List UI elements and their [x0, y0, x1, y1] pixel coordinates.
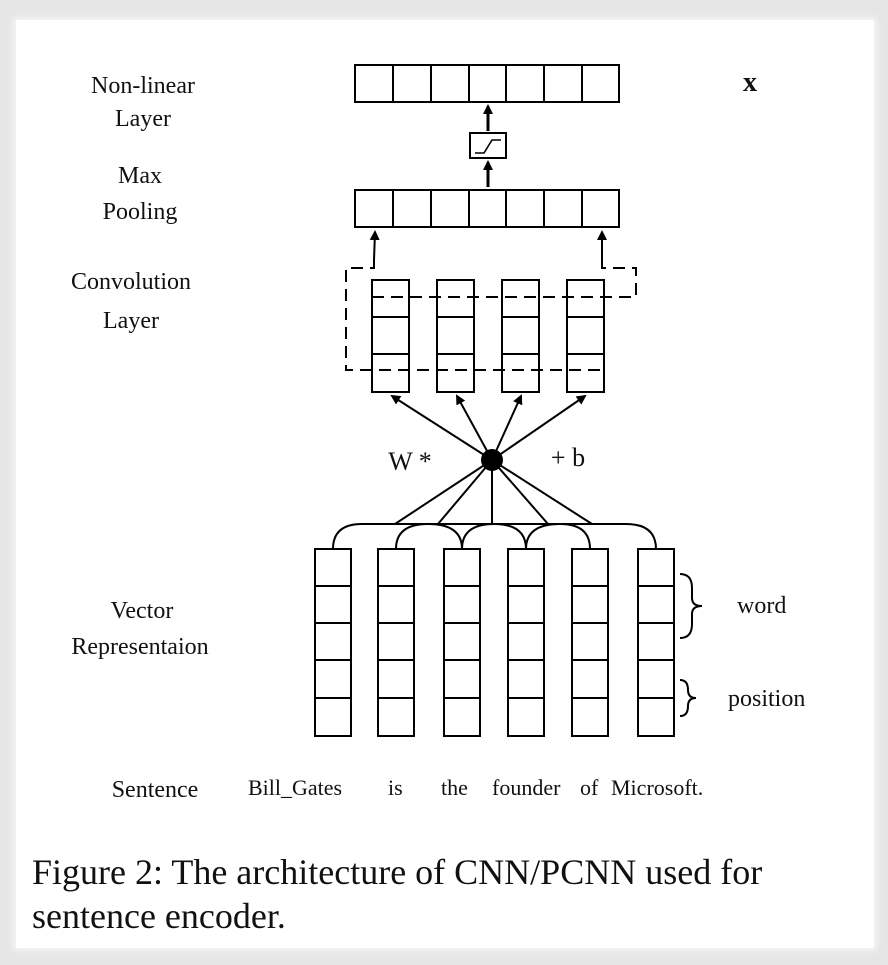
- piecewise-dashed-outlines: [345, 260, 637, 371]
- arrows-node-to-conv: [390, 394, 587, 461]
- nonlinear-layer-vector: [354, 64, 620, 103]
- caption-line-1: Figure 2: The architecture of CNN/PCNN u…: [32, 852, 763, 892]
- convolution-node: [481, 449, 503, 471]
- label-nonlinear-line2: Layer: [115, 106, 171, 132]
- brace-label-word: word: [737, 593, 786, 619]
- token-is: is: [388, 775, 403, 800]
- output-symbol-x: x: [743, 67, 757, 98]
- label-sentence: Sentence: [112, 777, 199, 803]
- token-the: the: [441, 775, 468, 800]
- brace-label-position: position: [728, 686, 805, 712]
- caption-line-2: sentence encoder.: [32, 896, 286, 936]
- brace-position: [679, 679, 697, 717]
- figure-caption: Figure 2: The architecture of CNN/PCNN u…: [32, 850, 862, 938]
- label-vector-line2: Represent­aion: [71, 634, 208, 660]
- token-of: of: [580, 775, 599, 800]
- label-nonlinear-line1: Non-linear: [91, 73, 195, 99]
- brace-word: [679, 573, 703, 639]
- token-bill-gates: Bill_Gates: [248, 775, 342, 800]
- conv-filter-columns: [371, 279, 605, 393]
- label-vector-line1: Vector: [111, 598, 174, 624]
- arrow-piece1-to-pool: [369, 230, 380, 261]
- maxpool-layer-vector: [354, 189, 620, 228]
- operator-plus-b: + b: [551, 443, 585, 472]
- word-vector-columns: [314, 548, 675, 737]
- sigmoid-icon: [469, 132, 507, 159]
- lines-arcs-to-node: [394, 459, 593, 525]
- label-conv-line2: Layer: [103, 308, 159, 334]
- convolution-window-arcs: [332, 523, 657, 550]
- label-maxpool-line2: Pooling: [103, 199, 178, 225]
- label-conv-line1: Convolution: [71, 269, 191, 295]
- paper-page: [16, 20, 874, 948]
- token-founder: founder: [492, 775, 561, 800]
- token-microsoft: Microsoft.: [611, 775, 703, 800]
- operator-w-star: W *: [388, 447, 432, 476]
- label-maxpool-line1: Max: [118, 163, 162, 189]
